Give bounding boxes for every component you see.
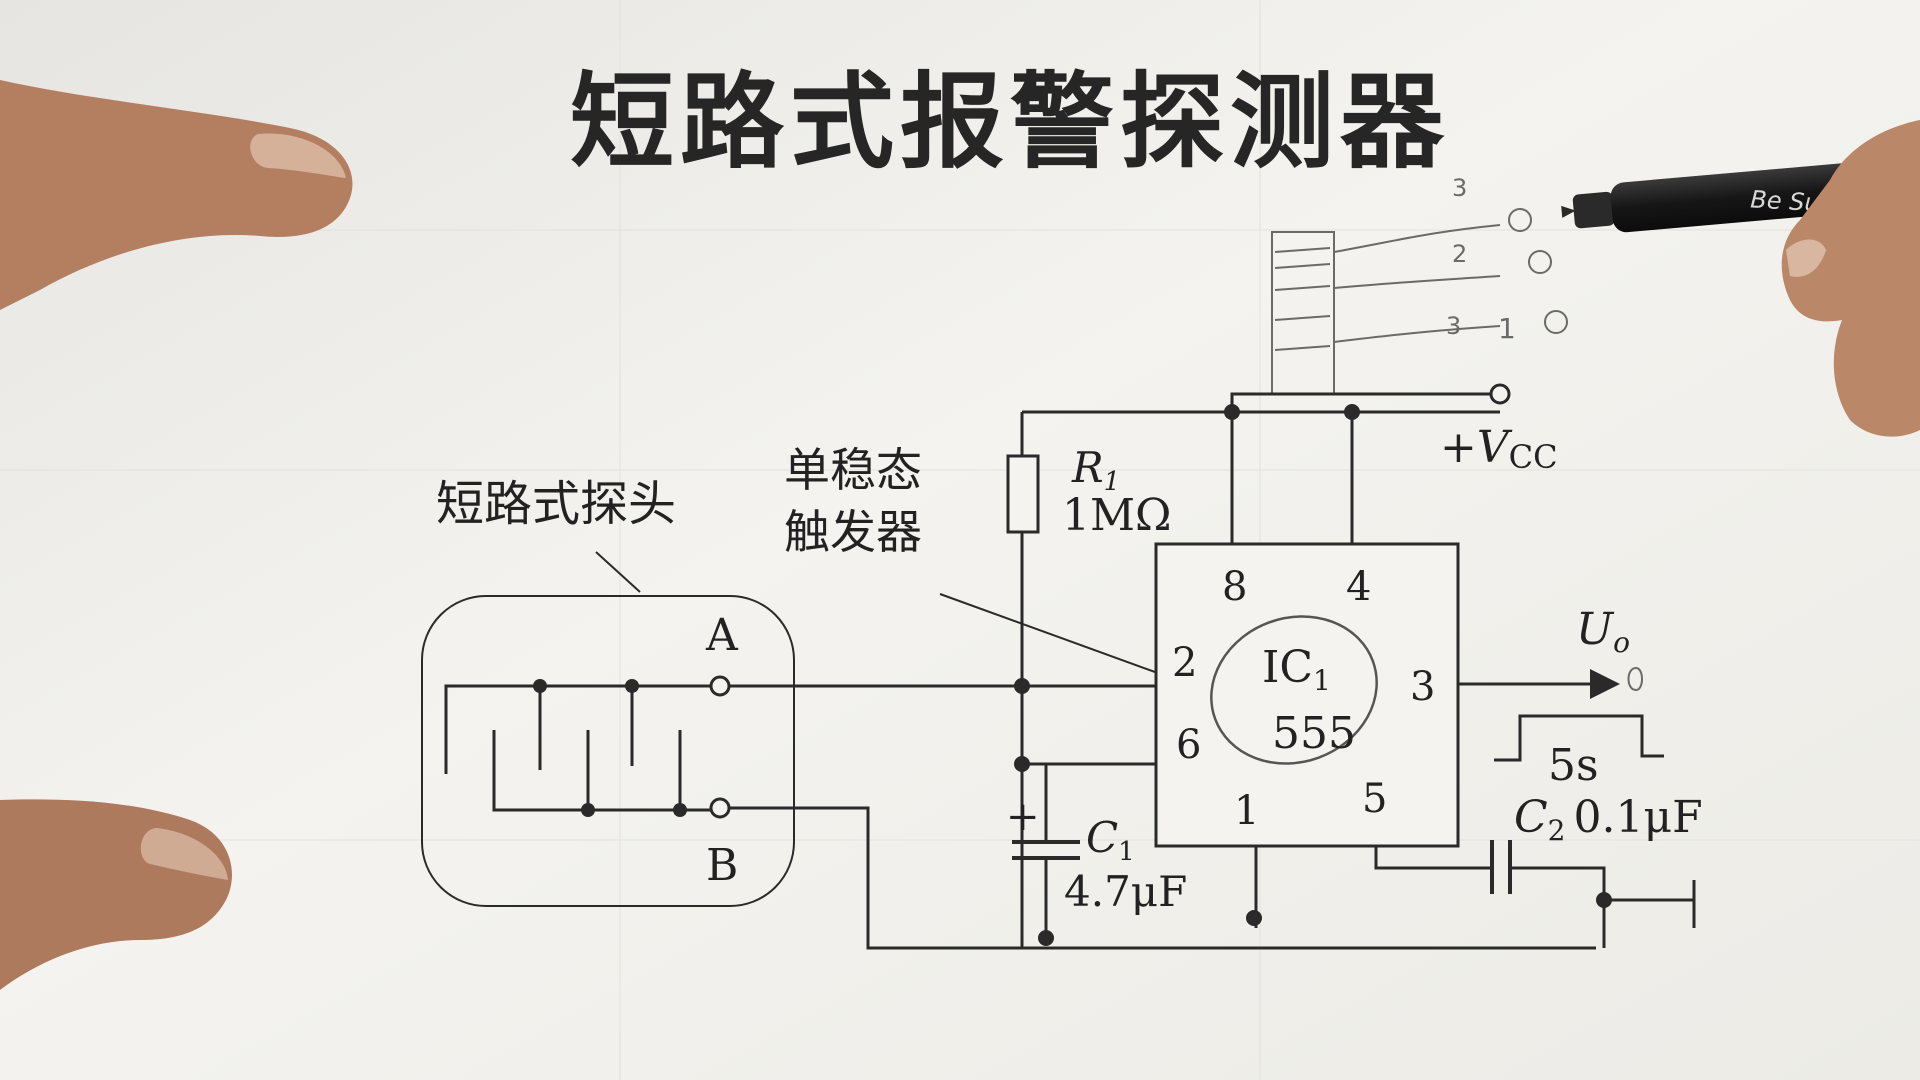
resistor-r1 (1006, 454, 1040, 534)
capacitor-c1 (1012, 764, 1080, 938)
sketch-mark-4: 1 (1498, 312, 1516, 345)
vcc-label: +VCC (1440, 422, 1558, 476)
c1-name: C1 (1086, 813, 1135, 867)
pin-3-label: 3 (1410, 664, 1435, 710)
pin-4-label: 4 (1346, 564, 1371, 610)
terminal-a (709, 675, 731, 697)
pin-5-label: 5 (1362, 776, 1387, 822)
pen-circle-mark (1210, 615, 1378, 765)
c1-polarity: + (1006, 794, 1040, 840)
pencil-sketch: 3 2 3 1 (1271, 174, 1568, 395)
pin-1-label: 1 (1234, 788, 1259, 834)
sketch-circle-2 (1528, 250, 1552, 274)
probe-node-3 (581, 803, 595, 817)
pen-mark-output (1627, 667, 1643, 692)
ic-555-body (1154, 542, 1460, 848)
trigger-label-line-2: 触发器 (784, 505, 922, 559)
sketch-mark-1: 3 (1452, 174, 1467, 202)
r1-value: 1MΩ (1062, 490, 1172, 541)
pin-2-label: 2 (1172, 640, 1197, 686)
sketch-circle-3 (1544, 310, 1568, 334)
sketch-mark-2: 2 (1452, 240, 1467, 268)
output-label: Uo (1576, 604, 1630, 659)
vcc-terminal (1489, 383, 1511, 405)
capacitor-c2 (1490, 840, 1512, 894)
output-pulse (1494, 714, 1664, 762)
probe-node-1 (533, 679, 547, 693)
trigger-label-line-1: 单稳态 (784, 443, 922, 497)
pulse-width-label: 5s (1548, 740, 1599, 791)
ic-name: IC1 (1262, 642, 1331, 697)
sketch-mark-3: 3 (1446, 312, 1461, 340)
terminal-b (709, 797, 731, 819)
pin-8-label: 8 (1222, 564, 1247, 610)
sketch-circle-1 (1508, 208, 1532, 232)
left-thumb-top (0, 80, 353, 310)
probe-enclosure (421, 595, 795, 907)
probe-label: 短路式探头 (436, 476, 676, 532)
probe-node-4 (673, 803, 687, 817)
ic-part-number: 555 (1272, 708, 1356, 759)
pin-6-label: 6 (1176, 722, 1201, 768)
c1-value: 4.7μF (1064, 867, 1187, 916)
left-thumb-bottom (0, 799, 232, 990)
probe-node-2 (625, 679, 639, 693)
probe-electrodes (444, 679, 718, 817)
terminal-a-label: A (705, 610, 739, 661)
probe-leader (595, 551, 641, 593)
right-fingers (1781, 120, 1920, 437)
terminal-b-label: B (706, 840, 738, 891)
diagram-title: 短路式报警探测器 (570, 61, 1450, 183)
r1-name: R1 (1071, 443, 1120, 497)
trigger-leader (939, 593, 1167, 677)
